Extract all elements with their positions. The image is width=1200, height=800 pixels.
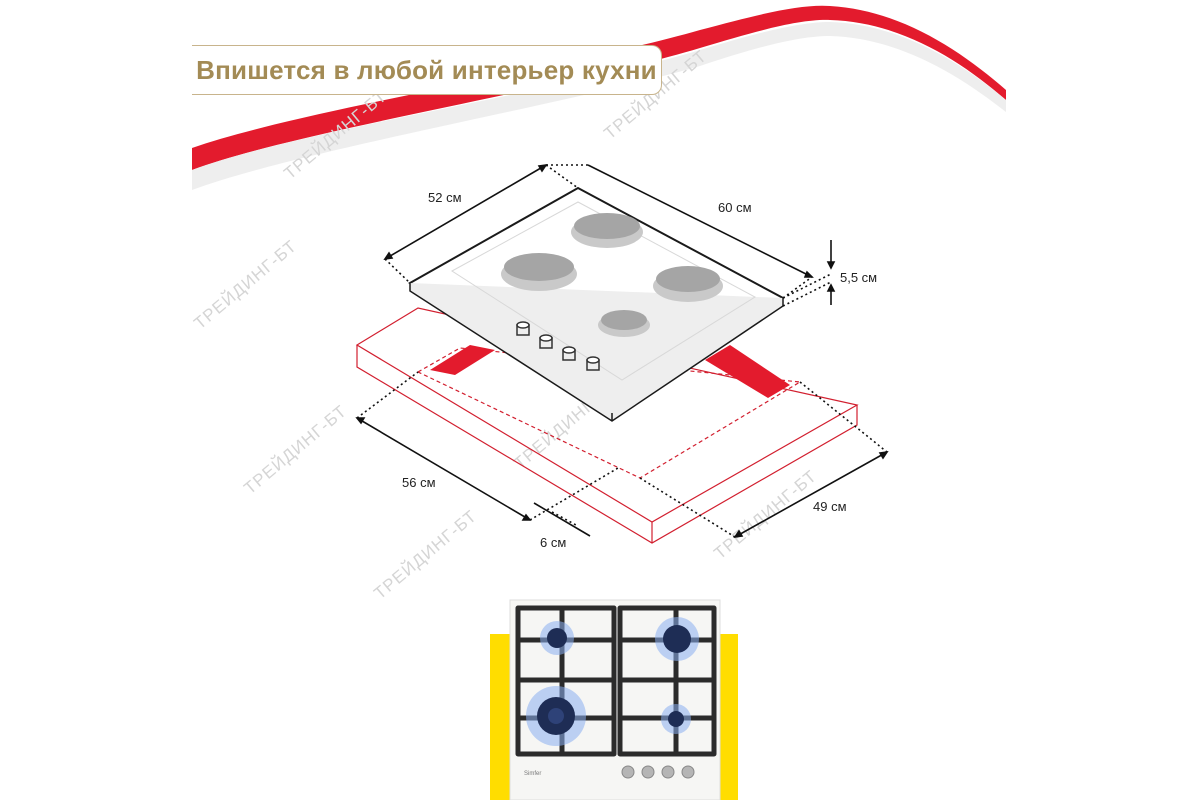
gas-hob-photo: Simfer [509,599,721,800]
knob [681,765,695,779]
knob [621,765,635,779]
countertop-cutout [355,307,859,544]
control-knobs [621,765,695,779]
flame-burner [655,617,699,661]
flame-burner [540,621,574,655]
burner-left [501,253,577,291]
label-60cm: 60 см [718,200,752,215]
label-6cm: 6 см [540,535,566,550]
label-56cm: 56 см [402,475,436,490]
label-52cm: 52 см [428,190,462,205]
burner-back [571,213,643,248]
label-5-5cm: 5,5 см [840,270,877,285]
knob [641,765,655,779]
watermark: ТРЕЙДИНГ-БТ [190,236,300,333]
knob [661,765,675,779]
label-49cm: 49 см [813,499,847,514]
brand-logo: Simfer [524,771,541,777]
burner-right [653,266,723,302]
watermark: ТРЕЙДИНГ-БТ [370,506,480,603]
knob [539,334,553,349]
flame-burner [526,686,586,746]
watermark: ТРЕЙДИНГ-БТ [240,401,350,498]
page-title: Впишется в любой интерьер кухни [196,54,657,85]
hob-burners [501,213,723,337]
title-banner: Впишется в любой интерьер кухни [192,45,662,95]
hob-knobs [516,321,600,371]
watermark: ТРЕЙДИНГ-БТ [710,466,820,563]
cutout-red-fills [430,345,790,398]
knob [562,346,576,361]
dimension-lines [355,163,889,539]
burner-front [598,310,650,337]
knob [586,356,600,371]
knob [516,321,530,336]
flame-burner [661,704,691,734]
